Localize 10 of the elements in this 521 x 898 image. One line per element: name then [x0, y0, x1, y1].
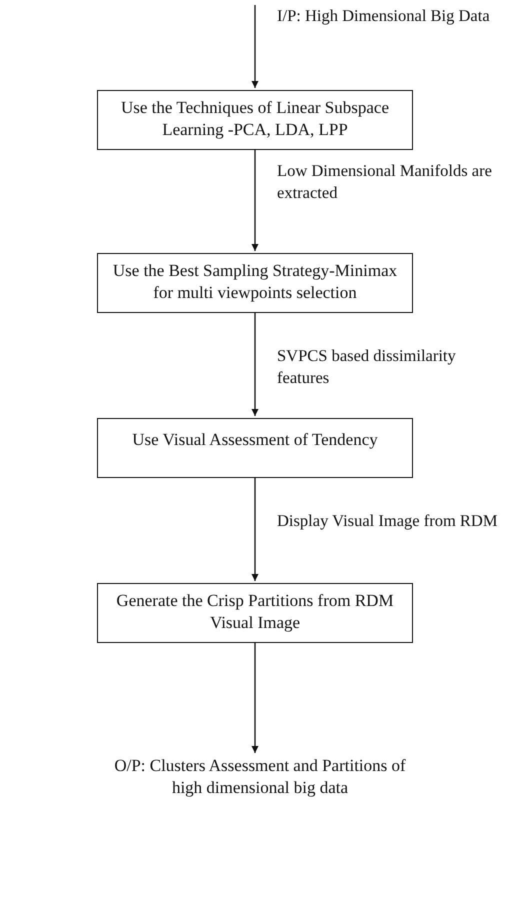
process-box: Use the Best Sampling Strategy-Minimax for multi viewpoints selection: [97, 253, 413, 313]
output-text: O/P: Clusters Assessment and Partitions of high dimensional big data: [110, 755, 410, 885]
process-box: Use Visual Assessment of Tendency: [97, 418, 413, 478]
arrow: [252, 5, 258, 88]
arrow: [252, 643, 258, 753]
arrow: [252, 478, 258, 581]
process-box: Generate the Crisp Partitions from RDM Visual Image: [97, 583, 413, 643]
arrow: [252, 150, 258, 251]
arrow: [252, 313, 258, 416]
process-box: Use the Techniques of Linear Subspace Learning -PCA, LDA, LPP: [97, 90, 413, 150]
